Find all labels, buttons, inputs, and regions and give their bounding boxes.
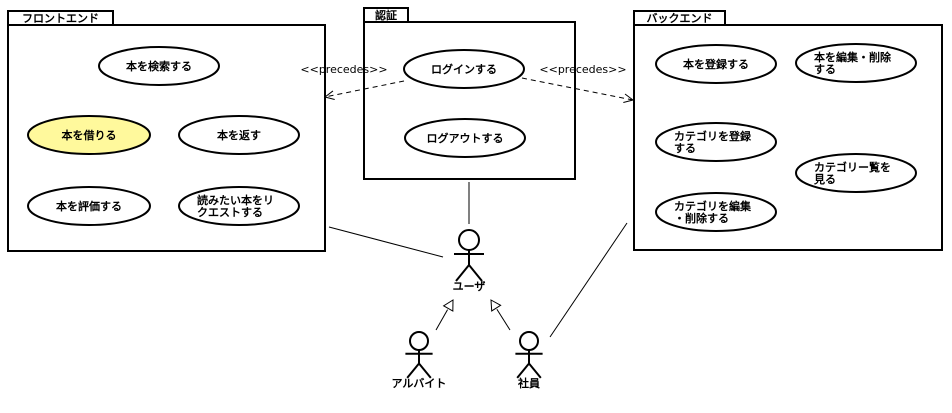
hollow-triangle-icon: [442, 299, 454, 312]
use-case-ellipse: [178, 115, 300, 155]
association-employee-backend[interactable]: [549, 222, 628, 338]
use-case-label: 本を検索する: [126, 59, 192, 73]
association-user-frontend[interactable]: [328, 226, 444, 258]
use-case-ellipse: [27, 115, 151, 155]
use-case-label: 本を借りる: [62, 128, 117, 142]
actor-employee[interactable]: 社員: [515, 331, 543, 390]
use-case-label: 本を登録する: [683, 57, 749, 71]
stick-figure-icon: [454, 229, 484, 282]
use-case-login[interactable]: ログインする: [403, 49, 525, 89]
package-name: 認証: [375, 8, 397, 22]
use-case-ellipse: [655, 192, 777, 232]
use-case-label: クエストする: [197, 206, 263, 219]
use-case-label: 本を編集・削除: [814, 50, 892, 64]
use-case-ellipse: [795, 43, 917, 83]
open-arrowhead-icon: [623, 93, 635, 103]
use-case-ellipse: [27, 186, 151, 226]
hollow-triangle-icon: [490, 299, 502, 312]
use-case-label: カテゴリを編集: [674, 199, 752, 213]
stereotype-label: <<precedes>>: [300, 63, 387, 76]
use-case-logout[interactable]: ログアウトする: [404, 118, 526, 158]
generalization-part-timer-user[interactable]: [435, 299, 454, 331]
use-case-return-book[interactable]: 本を返す: [178, 115, 300, 155]
use-case-label: ログインする: [431, 62, 497, 76]
use-case-label: ログアウトする: [427, 131, 504, 145]
open-arrowhead-icon: [323, 90, 335, 100]
generalization-employee-user[interactable]: [490, 299, 511, 331]
stick-figure-icon: [515, 331, 543, 379]
use-case-label: カテゴリー覧を: [814, 160, 891, 174]
use-case-label: 読みたい本をリ: [197, 193, 274, 207]
use-case-label: ・削除する: [674, 211, 729, 225]
actor-name: 社員: [517, 376, 540, 390]
use-case-ellipse: [404, 118, 526, 158]
use-case-label: 見る: [813, 173, 836, 186]
use-case-label: 本を評価する: [56, 199, 122, 213]
actor-part-timer[interactable]: アルバイト: [392, 331, 447, 390]
use-case-label: カテゴリを登録: [674, 129, 752, 143]
use-case-label: 本を返す: [217, 128, 261, 142]
stereotype-label: <<precedes>>: [539, 63, 626, 76]
generalization-line: [496, 309, 511, 331]
dependency-line: [521, 77, 634, 101]
actor-name: アルバイト: [392, 377, 447, 390]
use-case-edit-delete-book[interactable]: 本を編集・削除する: [795, 43, 917, 83]
actor-name: ユーザ: [453, 280, 486, 293]
use-case-ellipse: [655, 44, 777, 84]
use-case-label: する: [814, 63, 836, 76]
stick-figure-icon: [405, 331, 433, 379]
actor-user[interactable]: ユーザ: [453, 229, 486, 293]
use-case-register-book[interactable]: 本を登録する: [655, 44, 777, 84]
use-case-ellipse: [655, 122, 777, 162]
use-case-ellipse: [403, 49, 525, 89]
use-case-edit-delete-category[interactable]: カテゴリを編集・削除する: [655, 192, 777, 232]
package-name: バックエンド: [647, 12, 713, 25]
dependency-login-frontend[interactable]: <<precedes>>: [300, 63, 405, 100]
use-case-search-book[interactable]: 本を検索する: [98, 46, 220, 86]
package-name: フロントエンド: [22, 12, 99, 25]
use-case-label: する: [674, 142, 696, 155]
use-case-borrow-book[interactable]: 本を借りる: [27, 115, 151, 155]
use-case-rate-book[interactable]: 本を評価する: [27, 186, 151, 226]
use-case-ellipse: [98, 46, 220, 86]
generalization-line: [435, 309, 449, 331]
dependency-login-backend[interactable]: <<precedes>>: [521, 63, 635, 103]
dependency-line: [324, 80, 405, 98]
use-case-ellipse: [178, 186, 300, 226]
use-case-ellipse: [795, 153, 917, 193]
